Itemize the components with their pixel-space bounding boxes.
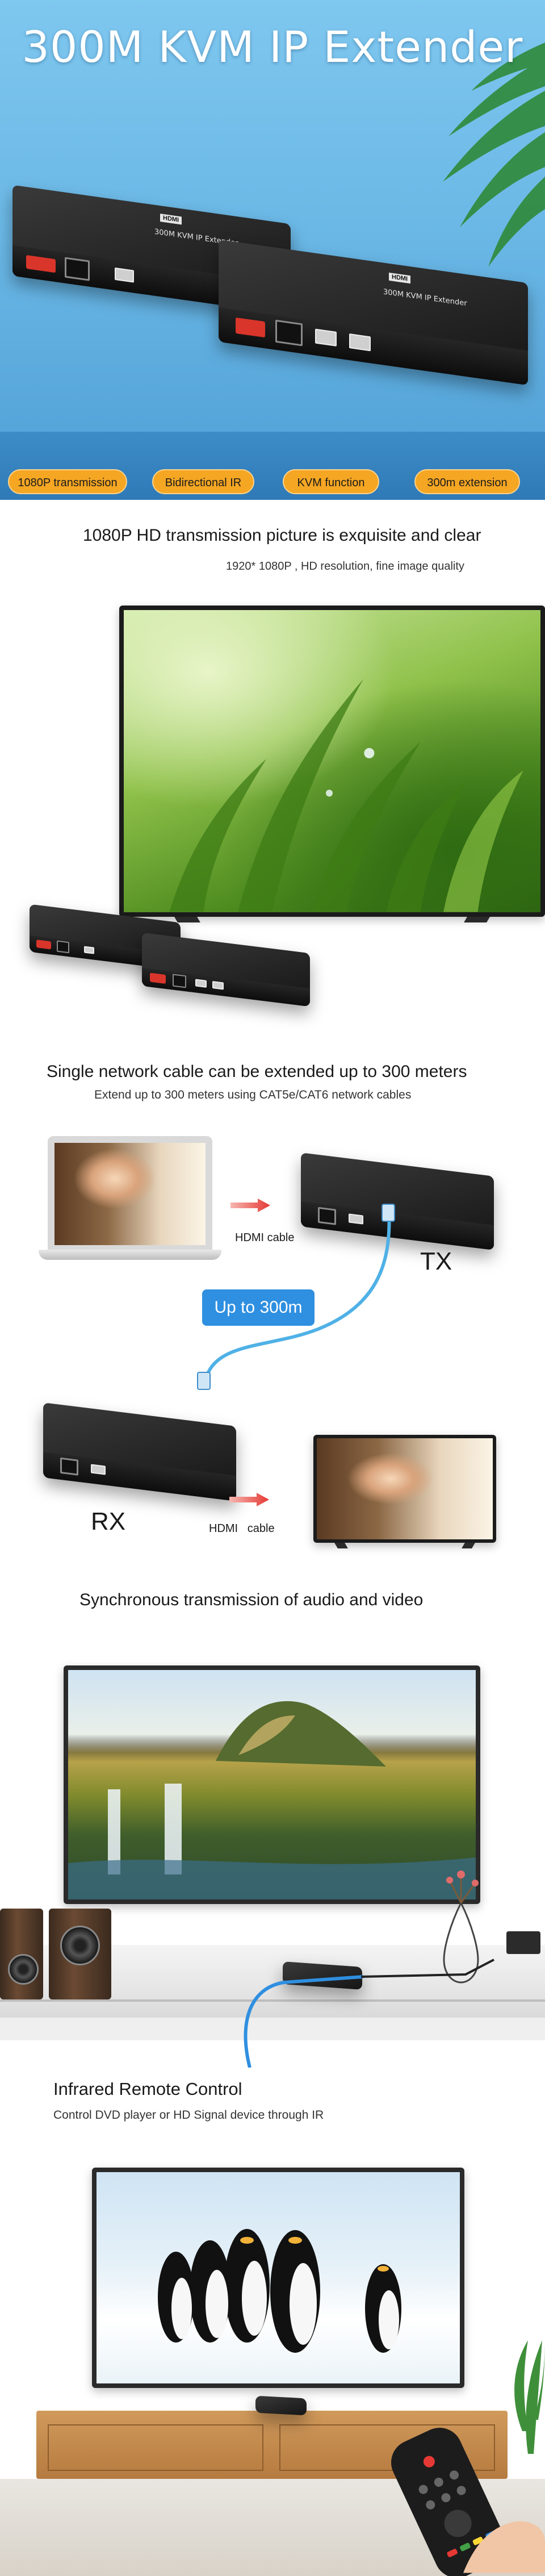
keyboard-usb-port [195, 979, 207, 988]
network-port [275, 319, 303, 346]
hdmi-cable-label-tx: HDMI cable [235, 1231, 295, 1244]
tv-stand-left [174, 917, 200, 922]
plant-decoration [514, 2340, 545, 2454]
extender-on-cabinet [255, 2395, 307, 2416]
section4-title: Infrared Remote Control [53, 2079, 242, 2099]
mouse-usb-port [212, 981, 224, 990]
feature-kvm: KVM function [283, 469, 379, 494]
small-box-on-shelf [506, 1931, 540, 1954]
cabinet-door-left [48, 2424, 263, 2471]
set-dip-switch [26, 254, 56, 273]
tv-screen-penguins-image [97, 2172, 460, 2383]
device-front-panel [142, 967, 310, 1007]
mountain-waterfall [68, 1701, 476, 1899]
hdmi-cable-label-rx: HDMI cable [209, 1522, 275, 1535]
set-dip-switch [150, 972, 166, 984]
grass-blades [169, 679, 523, 912]
section4-subtitle: Control DVD player or HD Signal device t… [53, 2109, 324, 2122]
feature-300m: 300m extension [414, 469, 520, 494]
signal-arrow-rx [229, 1493, 269, 1506]
hero-title: 300M KVM IP Extender [22, 22, 523, 72]
speaker-cone [60, 1926, 100, 1965]
tv-stand-right [464, 917, 490, 922]
laptop-base [39, 1250, 221, 1260]
network-port [173, 974, 186, 988]
speaker-right [49, 1909, 111, 1999]
hdmi-logo: HDMI [389, 272, 411, 284]
mouse-usb-port [349, 333, 371, 352]
living-room-tv [64, 1665, 480, 1904]
rx-tv-screen-image [317, 1438, 493, 1539]
laptop [48, 1136, 212, 1250]
remote-control-icon [391, 2428, 506, 2576]
network-port [57, 941, 69, 954]
feature-1080p: 1080P transmission [8, 469, 127, 494]
usb-port [115, 267, 134, 283]
network-cable-shelf [244, 1959, 494, 2068]
device-front-panel [43, 1452, 236, 1501]
hdmi-logo: HDMI [160, 214, 182, 225]
hero-banner: 300M KVM IP Extender HDMI 300M KVM IP Ex… [0, 0, 545, 500]
signal-arrow-tx [230, 1199, 270, 1212]
usb-port [84, 946, 94, 955]
section3-title: Synchronous transmission of audio and vi… [79, 1590, 424, 1609]
section2-subtitle: Extend up to 300 meters using CAT5e/CAT6… [94, 1088, 412, 1101]
laptop-screen-image [54, 1143, 206, 1245]
vase-with-flowers [443, 1871, 479, 1984]
network-port [65, 257, 90, 281]
rx-tv-display [313, 1435, 496, 1548]
set-dip-switch [236, 317, 265, 338]
speaker-cone [8, 1954, 39, 1985]
section1-subtitle: 1920* 1080P , HD resolution, fine image … [226, 560, 464, 573]
section2-title: Single network cable can be extended up … [47, 1062, 467, 1081]
feature-bidirectional-ir: Bidirectional IR [152, 469, 254, 494]
extender-small-right [142, 932, 310, 1007]
hand-holding-remote [463, 2521, 545, 2573]
cabinet-door-right [279, 2424, 495, 2471]
room-shelf-line [0, 1999, 545, 2002]
penguins [158, 2229, 401, 2353]
usb-port [91, 1464, 106, 1475]
device-name-label: 300M KVM IP Extender [383, 287, 467, 308]
network-port [60, 1457, 78, 1476]
keyboard-usb-port [315, 328, 337, 346]
room-floor-line [0, 2018, 545, 2040]
tx-label: TX [420, 1247, 452, 1275]
tv-stand-left [334, 1543, 348, 1548]
tv-screen-grass-image [124, 610, 540, 912]
tv-display [119, 606, 545, 922]
rx-device [43, 1402, 236, 1501]
speaker-left [0, 1909, 43, 1999]
tv-screen-landscape-image [68, 1670, 476, 1899]
tv-stand-right [462, 1543, 475, 1548]
penguin-tv [92, 2168, 464, 2388]
set-dip-switch [36, 940, 51, 950]
palm-leaf-decoration [443, 43, 545, 267]
device-front-panel [219, 307, 528, 386]
rx-label: RX [91, 1508, 126, 1535]
distance-badge: Up to 300m [202, 1289, 315, 1326]
section1-title: 1080P HD transmission picture is exquisi… [83, 526, 481, 545]
network-cable [197, 1204, 395, 1390]
